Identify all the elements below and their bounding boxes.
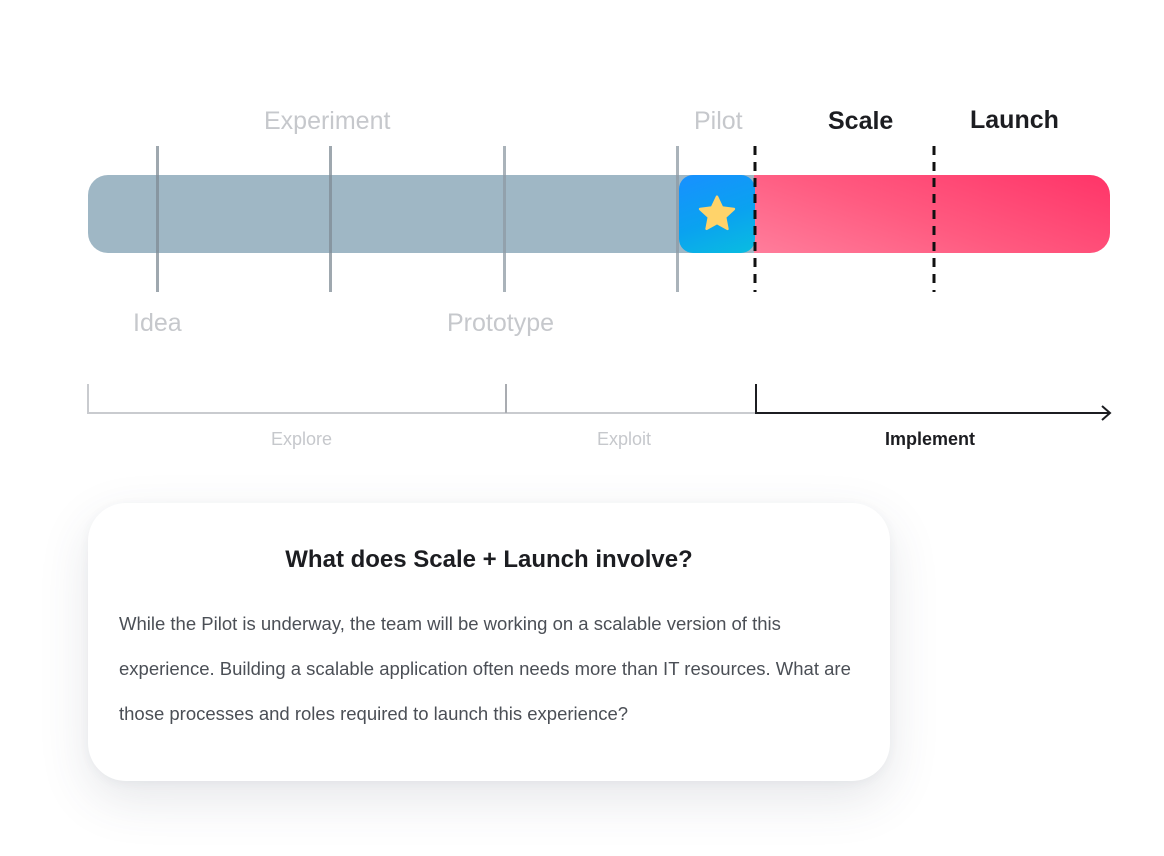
tick-pilot [676, 146, 679, 292]
dashed-divider-scale [753, 146, 757, 292]
timeline-track [88, 175, 1110, 253]
phase-label-implement: Implement [885, 429, 976, 449]
implement-bar [754, 175, 1110, 253]
pilot-milestone [679, 175, 755, 253]
tick-experiment [329, 146, 332, 292]
stage-label-launch: Launch [970, 106, 1059, 134]
stage-label-experiment: Experiment [264, 107, 391, 135]
phase-label-explore: Explore [271, 429, 333, 449]
star-icon [698, 195, 736, 231]
dashed-divider-launch [932, 146, 936, 292]
info-card: What does Scale + Launch involve? While … [88, 503, 890, 781]
stage-label-pilot: Pilot [694, 107, 743, 135]
phase-label-exploit: Exploit [597, 429, 652, 449]
tick-idea [156, 146, 159, 292]
explore-exploit-bar [88, 175, 768, 253]
tick-prototype [503, 146, 506, 292]
card-body: While the Pilot is underway, the team wi… [119, 613, 851, 724]
stage-label-idea: Idea [133, 309, 182, 337]
card-title: What does Scale + Launch involve? [285, 546, 693, 573]
phase-axis [87, 384, 1112, 421]
stage-label-scale: Scale [828, 107, 894, 135]
stage-label-prototype: Prototype [447, 309, 555, 337]
